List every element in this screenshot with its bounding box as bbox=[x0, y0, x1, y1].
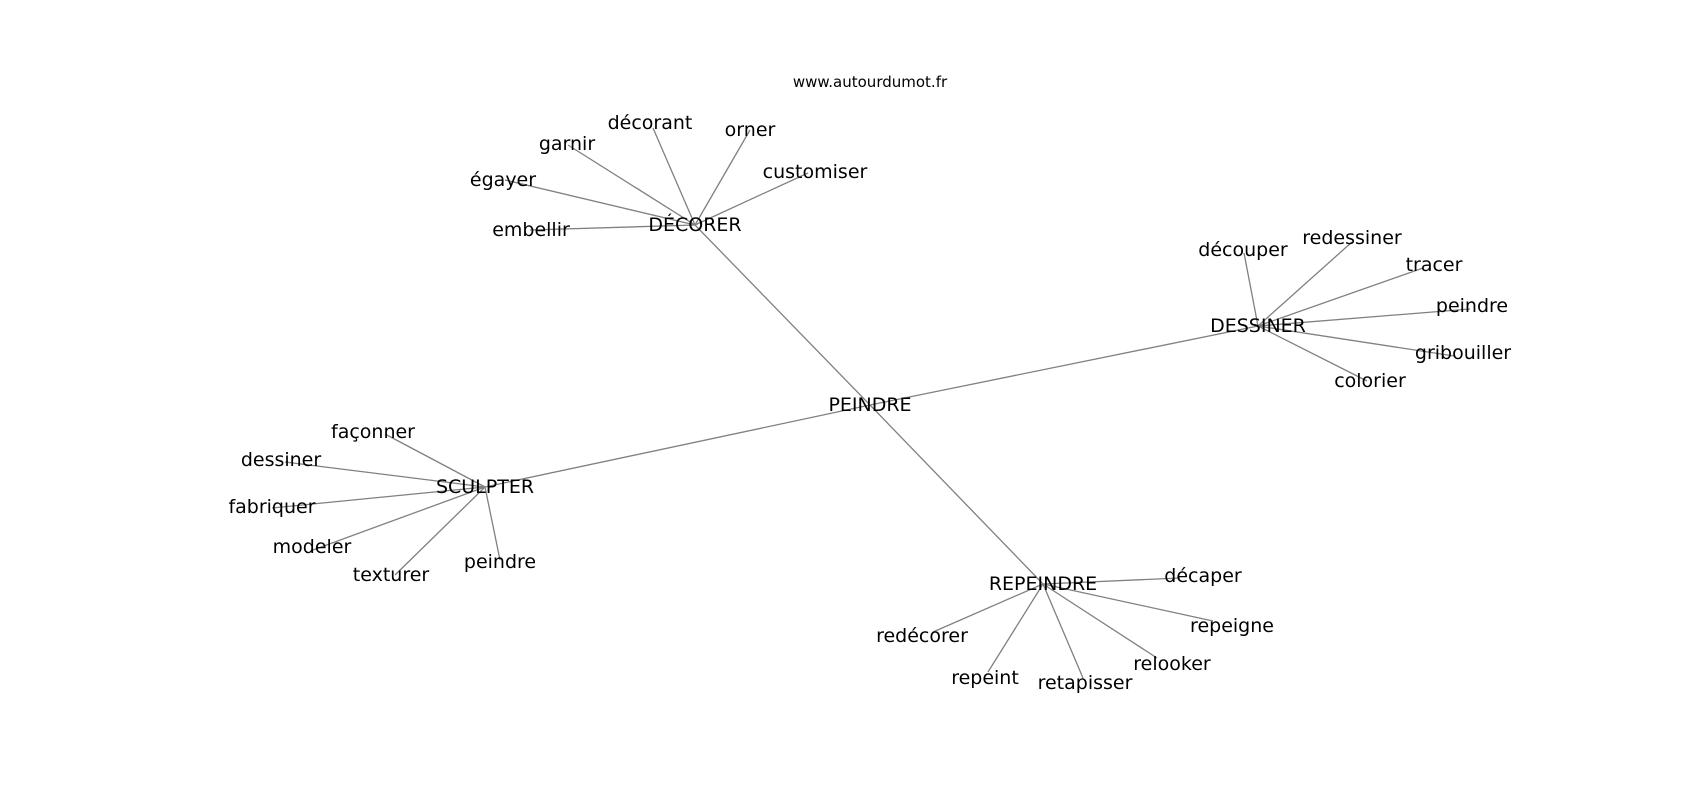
edge-sculpter-modeler bbox=[312, 486, 486, 551]
node-repeindre: REPEINDRE bbox=[989, 573, 1097, 595]
node-center: PEINDRE bbox=[828, 394, 911, 416]
edge-sculpter-faconner bbox=[384, 433, 486, 488]
labels: www.autourdumot.fr PEINDRE DÉCORER DESSI… bbox=[228, 73, 1511, 694]
leaf-colorier: colorier bbox=[1334, 370, 1406, 392]
node-decorer: DÉCORER bbox=[648, 213, 741, 236]
leaf-redessiner: redessiner bbox=[1302, 227, 1402, 249]
leaf-decorant: décorant bbox=[608, 112, 693, 134]
edge-decorer-orner bbox=[694, 129, 751, 226]
leaf-texturer: texturer bbox=[353, 564, 430, 586]
edge-repeindre-repeint bbox=[987, 583, 1044, 673]
leaf-decaper: décaper bbox=[1164, 565, 1242, 587]
edge-repeindre-redecorer bbox=[932, 583, 1044, 633]
leaf-repeint: repeint bbox=[951, 667, 1019, 689]
leaf-repeigne: repeigne bbox=[1190, 615, 1274, 637]
edge-dessiner-tracer bbox=[1257, 267, 1424, 327]
leaf-gribouiller: gribouiller bbox=[1415, 342, 1511, 364]
edge-sculpter-fabriquer bbox=[271, 486, 486, 509]
edge-peindre-sculpter bbox=[484, 404, 871, 488]
leaf-egayer: égayer bbox=[470, 169, 536, 191]
leaf-retapisser: retapisser bbox=[1038, 672, 1133, 694]
leaf-redecorer: redécorer bbox=[876, 625, 968, 647]
edge-dessiner-decouper bbox=[1243, 252, 1259, 327]
leaf-orner: orner bbox=[725, 119, 776, 141]
leaf-peindre-d: peindre bbox=[1436, 295, 1508, 317]
leaf-decouper: découper bbox=[1198, 239, 1288, 261]
edge-decorer-decorant bbox=[652, 127, 696, 226]
leaf-fabriquer: fabriquer bbox=[228, 496, 315, 518]
edge-peindre-repeindre bbox=[869, 404, 1044, 585]
edge-peindre-decorer bbox=[694, 224, 871, 406]
edge-decorer-egayer bbox=[504, 179, 696, 226]
edge-repeindre-decaper bbox=[1042, 577, 1181, 585]
watermark-text: www.autourdumot.fr bbox=[793, 73, 948, 91]
leaf-customiser: customiser bbox=[763, 161, 868, 183]
edge-peindre-dessiner bbox=[869, 325, 1259, 406]
edge-sculpter-peindre bbox=[484, 486, 501, 561]
edge-repeindre-retapisser bbox=[1042, 583, 1084, 679]
leaf-tracer: tracer bbox=[1406, 254, 1463, 276]
leaf-dessiner-s: dessiner bbox=[241, 449, 322, 471]
edge-dessiner-gribouiller bbox=[1257, 325, 1455, 357]
leaf-peindre-s: peindre bbox=[464, 551, 536, 573]
edge-repeindre-repeigne bbox=[1042, 583, 1214, 622]
edge-dessiner-redessiner bbox=[1257, 241, 1353, 327]
leaf-faconner: façonner bbox=[331, 421, 415, 443]
edge-decorer-garnir bbox=[567, 144, 696, 226]
edge-decorer-customiser bbox=[694, 172, 809, 226]
node-sculpter: SCULPTER bbox=[436, 476, 534, 498]
node-dessiner: DESSINER bbox=[1210, 315, 1306, 337]
leaf-garnir: garnir bbox=[539, 133, 596, 155]
leaf-modeler: modeler bbox=[273, 536, 352, 558]
leaf-embellir: embellir bbox=[492, 219, 570, 241]
edges bbox=[271, 127, 1471, 679]
edge-dessiner-colorier bbox=[1257, 325, 1368, 382]
edge-sculpter-texturer bbox=[394, 486, 486, 576]
edge-repeindre-relooker bbox=[1042, 583, 1158, 659]
edge-sculpter-dessiner bbox=[284, 461, 486, 488]
edge-dessiner-peindre bbox=[1257, 308, 1471, 327]
leaf-relooker: relooker bbox=[1133, 653, 1211, 675]
edge-decorer-embellir bbox=[529, 224, 696, 231]
